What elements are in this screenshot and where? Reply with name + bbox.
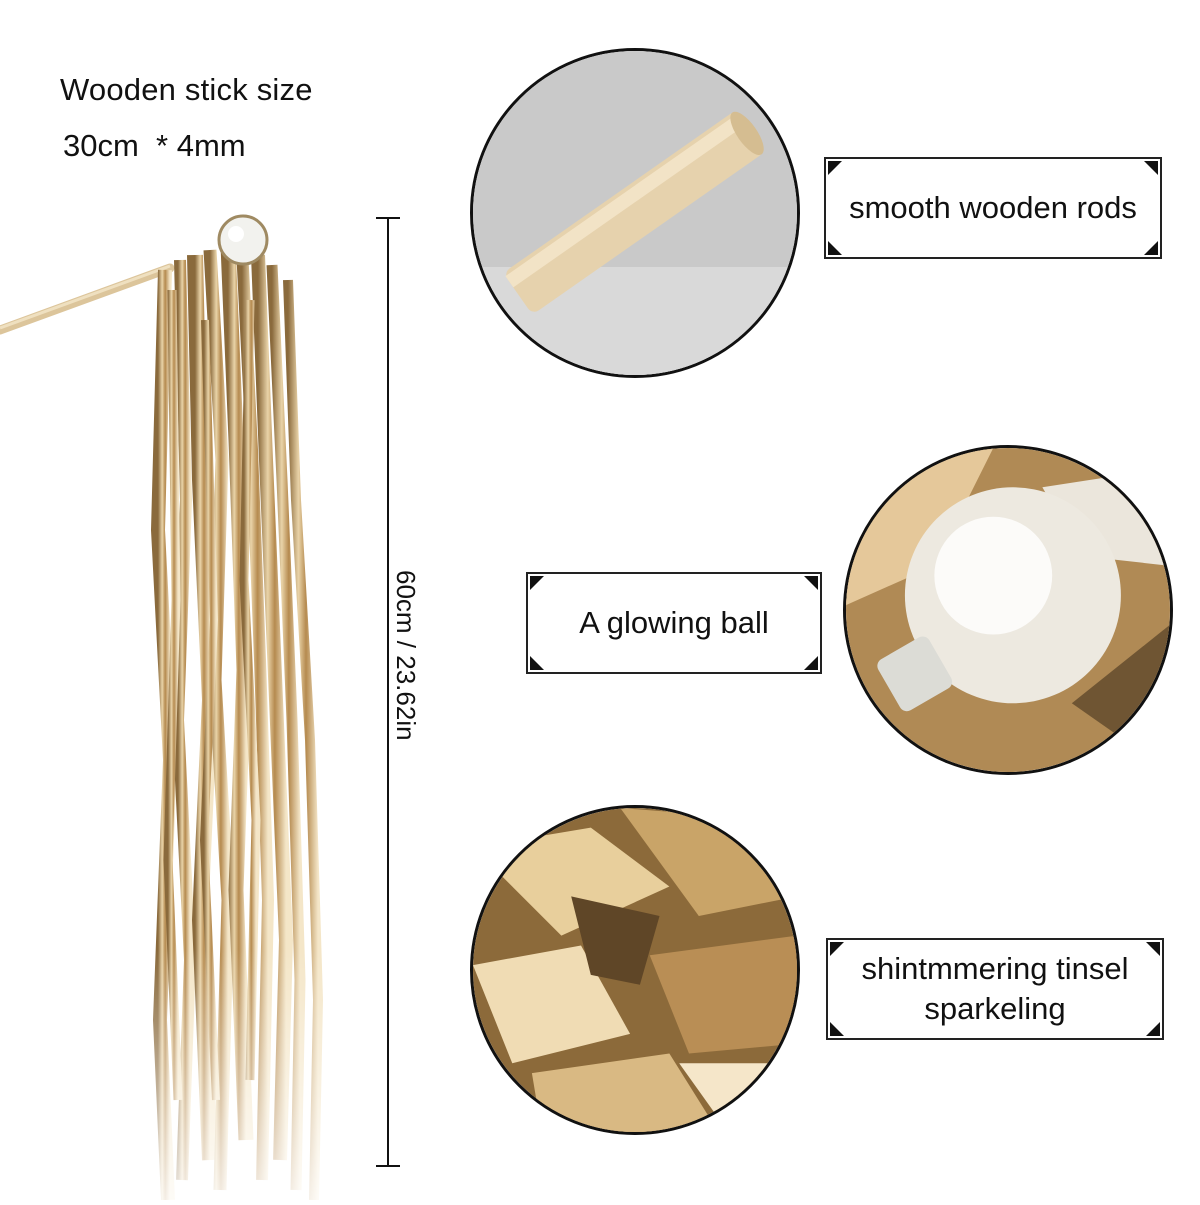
tinsel-label-box: shintmmering tinsel sparkeling bbox=[826, 938, 1164, 1040]
glowing-ball-closeup-image bbox=[843, 445, 1173, 775]
tinsel-label: shintmmering tinsel sparkeling bbox=[861, 949, 1128, 1028]
stick-size-dimensions: 30cm * 4mm bbox=[63, 128, 246, 163]
tinsel-wand-illustration bbox=[0, 200, 380, 1201]
stick-size-title: Wooden stick size bbox=[60, 72, 313, 107]
corner-ornament bbox=[530, 576, 544, 590]
corner-ornament bbox=[804, 656, 818, 670]
wooden-rods-label: smooth wooden rods bbox=[849, 190, 1137, 226]
glowing-ball-label: A glowing ball bbox=[579, 605, 769, 641]
corner-ornament bbox=[1144, 161, 1158, 175]
corner-ornament bbox=[828, 241, 842, 255]
wooden-rod-closeup-image bbox=[470, 48, 800, 378]
corner-ornament bbox=[830, 942, 844, 956]
tinsel-label-line1: shintmmering tinsel bbox=[861, 951, 1129, 987]
corner-ornament bbox=[1146, 942, 1160, 956]
tinsel-closeup-image bbox=[470, 805, 800, 1135]
corner-ornament bbox=[830, 1022, 844, 1036]
corner-ornament bbox=[530, 656, 544, 670]
corner-ornament bbox=[1146, 1022, 1160, 1036]
corner-ornament bbox=[1144, 241, 1158, 255]
length-measurement-bracket bbox=[360, 200, 420, 1180]
corner-ornament bbox=[828, 161, 842, 175]
wooden-rods-label-box: smooth wooden rods bbox=[824, 157, 1162, 259]
glowing-ball-label-box: A glowing ball bbox=[526, 572, 822, 674]
length-label: 60cm / 23.62in bbox=[391, 570, 421, 741]
corner-ornament bbox=[804, 576, 818, 590]
tinsel-label-line2: sparkeling bbox=[924, 991, 1066, 1026]
